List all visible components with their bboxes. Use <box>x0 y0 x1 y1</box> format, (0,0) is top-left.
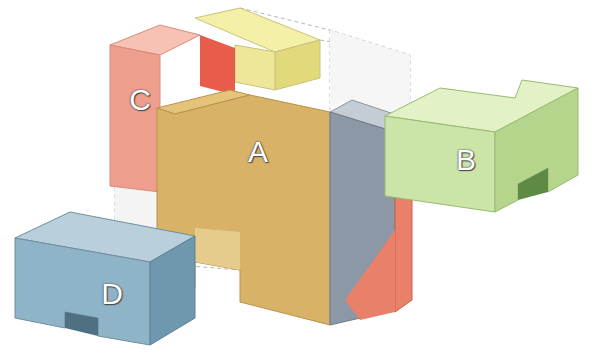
piece-letter: A <box>248 137 268 167</box>
piece-letter: D <box>101 279 123 309</box>
piece-letter: C <box>129 85 151 115</box>
piece-letter: B <box>456 145 476 175</box>
